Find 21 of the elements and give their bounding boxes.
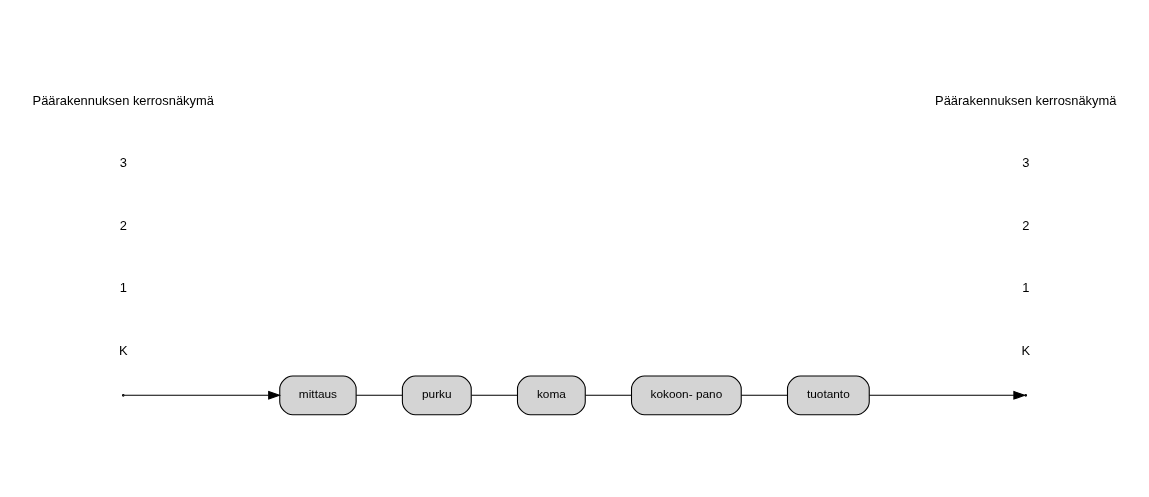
- arrow: [123, 390, 282, 400]
- node-box: kokoon- pano: [630, 375, 742, 416]
- label: 1: [1022, 280, 1030, 296]
- label: K: [1021, 342, 1031, 358]
- node-box: mittaus: [279, 375, 357, 416]
- label: Päärakennuksen kerrosnäkymä: [935, 93, 1117, 108]
- connector: [355, 394, 403, 396]
- node-box: koma: [516, 375, 586, 416]
- connector: [740, 394, 788, 396]
- label: 3: [119, 155, 127, 171]
- connector: [584, 394, 632, 396]
- label: 3: [1022, 155, 1030, 171]
- connector: [470, 394, 518, 396]
- node-box: tuotanto: [786, 375, 870, 416]
- label: 2: [1022, 217, 1030, 233]
- node-box: purku: [401, 375, 472, 416]
- label: 1: [119, 280, 127, 296]
- label: K: [118, 342, 128, 358]
- arrow: [868, 390, 1027, 400]
- label: 2: [119, 217, 127, 233]
- label: Päärakennuksen kerrosnäkymä: [32, 93, 214, 108]
